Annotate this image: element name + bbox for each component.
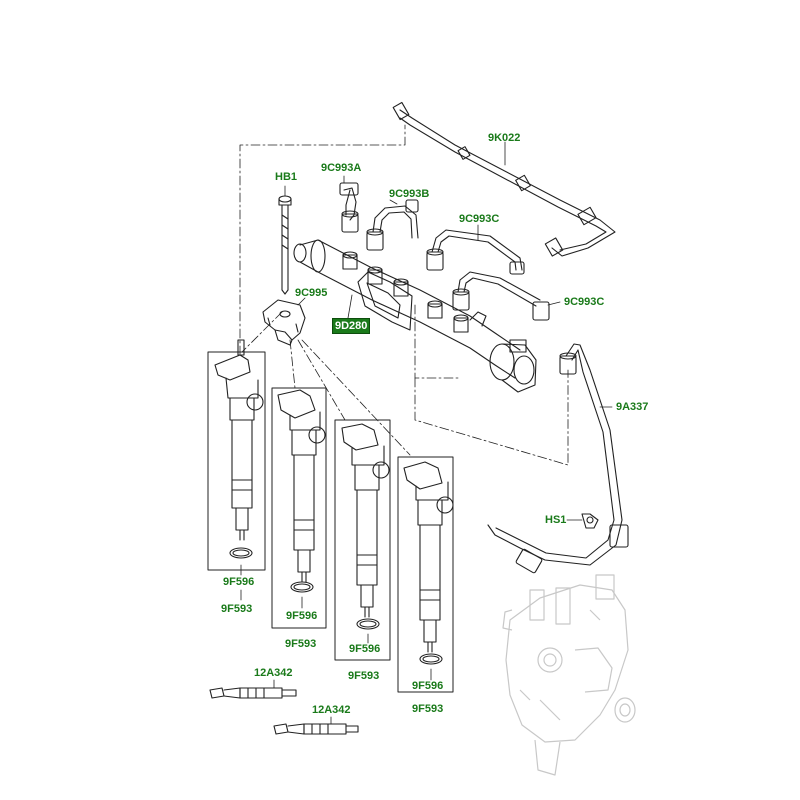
- rail-bolt[interactable]: [278, 195, 292, 295]
- leader-lines: [240, 141, 613, 725]
- injector-4-seal[interactable]: [419, 653, 443, 665]
- callout-rail-bolt[interactable]: HB1: [275, 171, 298, 183]
- glow-plug-2[interactable]: [273, 723, 359, 735]
- injector-frames: [207, 351, 454, 693]
- callout-injector-3-seal[interactable]: 9F596: [349, 643, 381, 655]
- injector-4[interactable]: [403, 461, 454, 653]
- injector-2-seal[interactable]: [290, 581, 314, 593]
- rail-bracket[interactable]: [262, 299, 306, 346]
- callout-injector-2-washer[interactable]: 9F593: [285, 638, 317, 650]
- callout-injector-2-seal[interactable]: 9F596: [286, 610, 318, 622]
- injector-3[interactable]: [341, 423, 390, 618]
- glow-plug-1[interactable]: [209, 687, 297, 699]
- high-pressure-pipe[interactable]: [487, 343, 629, 574]
- injector-1[interactable]: [214, 339, 264, 541]
- injector-pipe-c-lower[interactable]: [452, 271, 550, 321]
- injector-pipe-c-upper[interactable]: [426, 229, 525, 275]
- callout-injector-pipe-c-upper[interactable]: 9C993C: [459, 213, 500, 225]
- callout-injector-pipe-a[interactable]: 9C993A: [321, 162, 362, 174]
- fuel-rail[interactable]: [293, 239, 537, 393]
- reference-lines: [239, 124, 569, 466]
- callout-high-pressure-pipe[interactable]: 9A337: [616, 401, 649, 413]
- fuel-return-hose[interactable]: [392, 101, 616, 257]
- injector-3-seal[interactable]: [356, 618, 380, 630]
- callout-glow-plug-2[interactable]: 12A342: [312, 704, 351, 716]
- callout-rail-bracket[interactable]: 9C995: [295, 287, 328, 299]
- callout-injector-1-seal[interactable]: 9F596: [223, 576, 255, 588]
- injector-1-seal[interactable]: [229, 547, 253, 559]
- callout-pipe-clip[interactable]: HS1: [545, 514, 567, 526]
- callout-glow-plug-1[interactable]: 12A342: [254, 667, 293, 679]
- callout-injector-3-washer[interactable]: 9F593: [348, 670, 380, 682]
- injector-pipe-b[interactable]: [366, 199, 419, 251]
- callout-injector-pipe-b[interactable]: 9C993B: [389, 188, 430, 200]
- callout-fuel-rail[interactable]: 9D280: [332, 318, 371, 334]
- callout-injector-4-seal[interactable]: 9F596: [412, 680, 444, 692]
- pipe-clip[interactable]: [581, 513, 599, 529]
- callout-injector-pipe-c-lower[interactable]: 9C993C: [564, 296, 605, 308]
- callout-injector-1-washer[interactable]: 9F593: [221, 603, 253, 615]
- fuel-pump-ghost: [502, 574, 636, 776]
- injector-2[interactable]: [277, 389, 326, 583]
- injector-pipe-a[interactable]: [339, 182, 359, 233]
- callout-fuel-return-hose[interactable]: 9K022: [488, 132, 521, 144]
- callout-injector-4-washer[interactable]: 9F593: [412, 703, 444, 715]
